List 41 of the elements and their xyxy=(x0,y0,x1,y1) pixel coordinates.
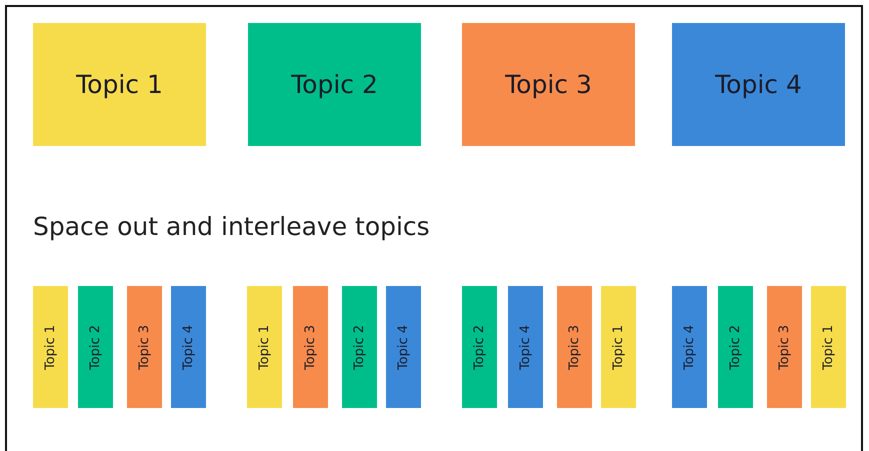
topic-strip xyxy=(171,286,206,408)
topic-strip xyxy=(386,286,421,408)
topic-label: Topic 1 xyxy=(821,324,836,370)
topic-strip xyxy=(601,286,636,408)
topic-strip xyxy=(557,286,592,408)
topic-label: Topic 4 xyxy=(396,324,411,370)
topic-strip xyxy=(811,286,846,408)
topic-box xyxy=(672,23,845,146)
topic-label: Topic 3 xyxy=(303,324,318,370)
topic-label: Topic 1 xyxy=(76,70,163,99)
topic-label: Topic 2 xyxy=(88,324,103,370)
topic-label: Topic 1 xyxy=(257,324,272,370)
heading-text: Space out and interleave topics xyxy=(33,212,430,241)
topic-label: Topic 2 xyxy=(352,324,367,370)
topic-strip xyxy=(247,286,282,408)
topic-strip xyxy=(508,286,543,408)
topic-label: Topic 4 xyxy=(518,324,533,370)
topic-label: Topic 3 xyxy=(567,324,582,370)
topic-strip xyxy=(127,286,162,408)
topic-label: Topic 4 xyxy=(682,324,697,370)
topic-label: Topic 3 xyxy=(505,70,592,99)
topic-strip xyxy=(33,286,68,408)
topic-strip xyxy=(672,286,707,408)
topic-strip xyxy=(462,286,497,408)
topic-label: Topic 3 xyxy=(777,324,792,370)
topic-label: Topic 3 xyxy=(137,324,152,370)
topic-strip xyxy=(342,286,377,408)
topic-strip xyxy=(767,286,802,408)
topic-box xyxy=(33,23,206,146)
topic-label: Topic 4 xyxy=(181,324,196,370)
topic-box xyxy=(462,23,635,146)
topic-label: Topic 2 xyxy=(472,324,487,370)
topic-strip xyxy=(293,286,328,408)
topic-label: Topic 2 xyxy=(291,70,378,99)
topic-label: Topic 4 xyxy=(715,70,802,99)
topic-label: Topic 1 xyxy=(611,324,626,370)
topic-label: Topic 1 xyxy=(43,324,58,370)
topic-strip xyxy=(78,286,113,408)
topic-strip xyxy=(718,286,753,408)
topic-label: Topic 2 xyxy=(728,324,743,370)
topic-box xyxy=(248,23,421,146)
